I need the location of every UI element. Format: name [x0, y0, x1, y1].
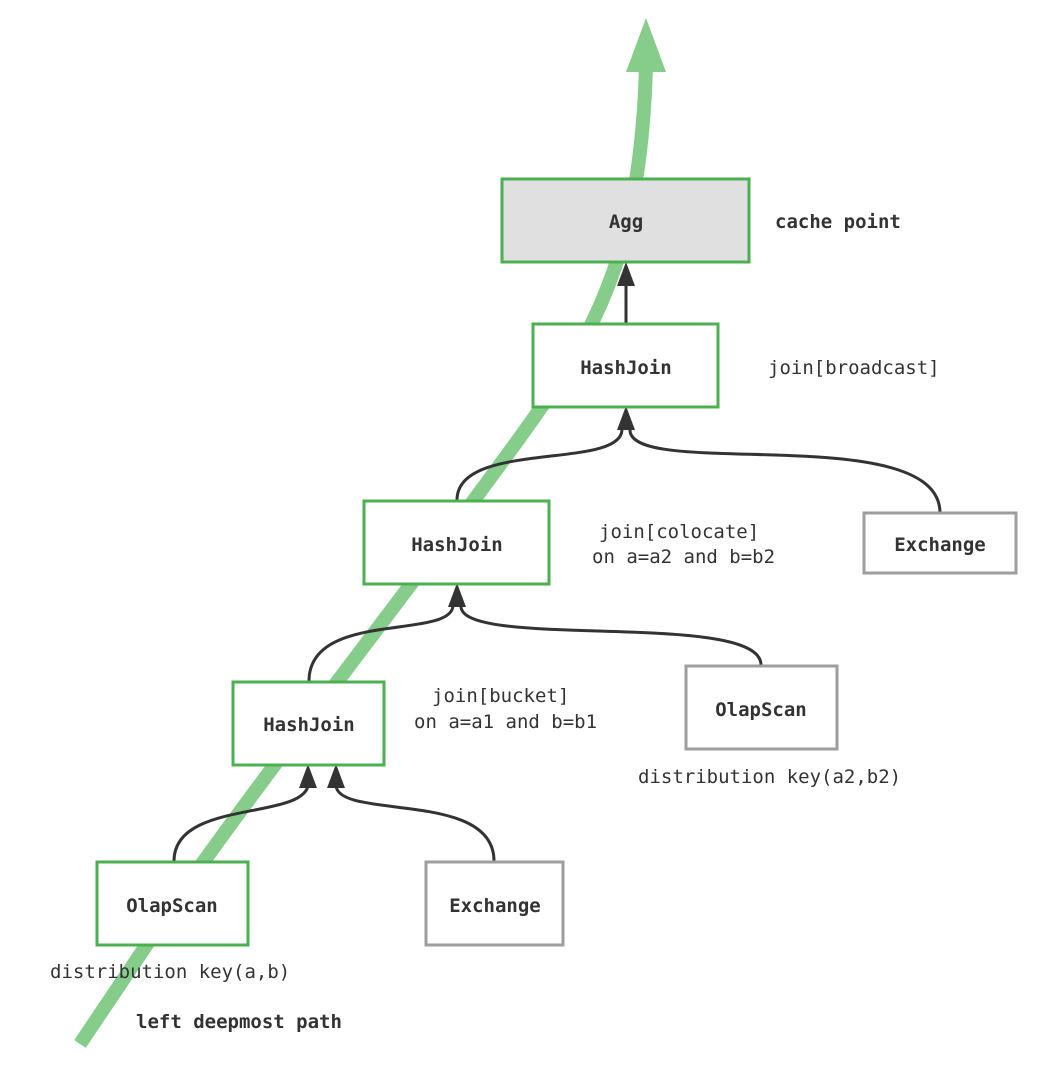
- left-deepmost-path-arrowhead: [626, 18, 666, 72]
- edge-olapscan-right-to-mid: [459, 605, 763, 666]
- node-agg: Agg: [500, 177, 751, 264]
- join-broadcast-label: join[broadcast]: [768, 357, 940, 379]
- node-olapscan-right: OlapScan: [684, 664, 839, 751]
- distribution-key-left-label: distribution key(a,b): [50, 961, 290, 983]
- arrowhead-hashjoin-bottom-right: [327, 764, 345, 788]
- node-hashjoin-top: HashJoin: [531, 322, 720, 409]
- node-exchange-bottom: Exchange: [424, 860, 565, 947]
- left-deepmost-path-label: left deepmost path: [136, 1011, 342, 1033]
- join-bucket-label-line1: join[bucket]: [432, 685, 569, 707]
- node-exchange-right: Exchange: [862, 511, 1018, 575]
- node-hashjoin-bottom-label: HashJoin: [263, 714, 355, 736]
- join-colocate-label-line2: on a=a2 and b=b2: [592, 546, 775, 568]
- node-hashjoin-mid: HashJoin: [362, 499, 551, 586]
- edge-exchange-right-to-top: [628, 429, 942, 514]
- node-hashjoin-top-label: HashJoin: [580, 357, 672, 379]
- edge-hashjoin-mid-to-top: [455, 429, 624, 501]
- node-exchange-bottom-label: Exchange: [449, 895, 541, 917]
- arrowhead-hashjoin-top: [617, 406, 635, 430]
- cache-point-label: cache point: [775, 211, 901, 233]
- node-exchange-right-label: Exchange: [894, 534, 986, 556]
- arrowhead-hashjoin-bottom-left: [299, 764, 317, 788]
- node-hashjoin-mid-label: HashJoin: [411, 534, 503, 556]
- node-olapscan-left-label: OlapScan: [126, 895, 218, 917]
- edge-hashjoin-bottom-to-mid: [307, 605, 455, 682]
- arrowhead-hashjoin-mid: [448, 583, 466, 607]
- node-olapscan-left: OlapScan: [95, 860, 250, 947]
- join-colocate-label-line1: join[colocate]: [599, 521, 759, 543]
- arrowhead-agg: [617, 262, 635, 286]
- node-olapscan-right-label: OlapScan: [715, 699, 807, 721]
- edge-olapscan-left-to-bottom: [172, 785, 310, 862]
- edge-exchange-bottom-to-bottom: [334, 785, 496, 862]
- node-hashjoin-bottom: HashJoin: [231, 680, 386, 767]
- distribution-key-right-label: distribution key(a2,b2): [638, 766, 901, 788]
- node-agg-label: Agg: [609, 211, 643, 233]
- join-bucket-label-line2: on a=a1 and b=b1: [414, 711, 597, 733]
